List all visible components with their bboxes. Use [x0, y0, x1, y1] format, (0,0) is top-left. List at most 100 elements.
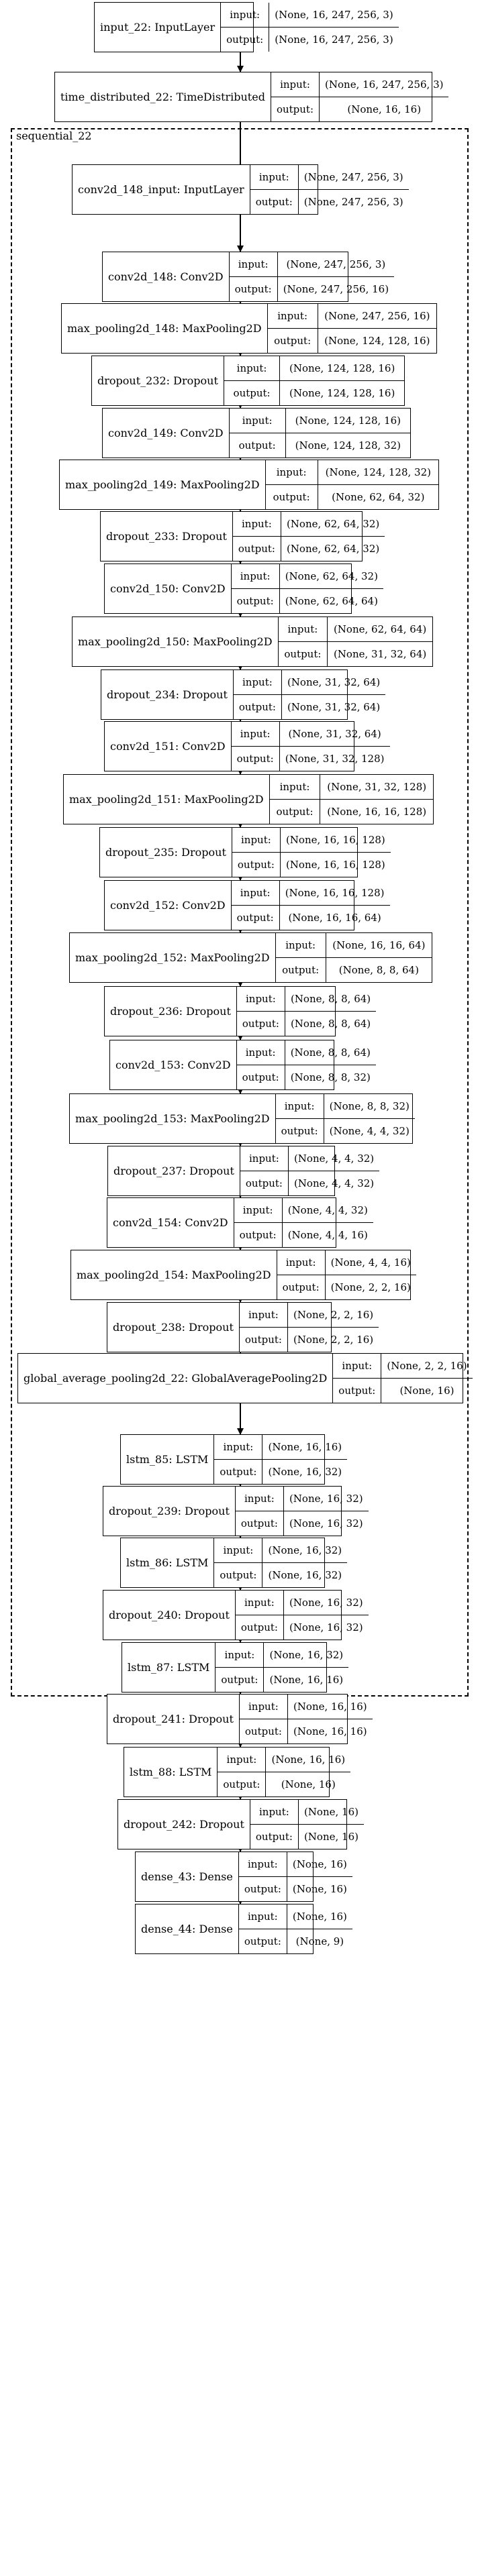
output-shape: (None, 4, 4, 32): [329, 1124, 410, 1137]
input-shape: (None, 124, 128, 16): [285, 409, 410, 433]
input-shape: (None, 124, 128, 16): [280, 356, 404, 381]
output-shape: (None, 8, 8, 64): [290, 1017, 371, 1030]
output-key: output:: [333, 1378, 382, 1403]
input-key: input:: [215, 1643, 265, 1668]
output-key: output:: [234, 694, 282, 719]
input-key: input:: [265, 460, 318, 485]
output-shape: (None, 124, 128, 16): [289, 386, 395, 399]
input-shape: (None, 2, 2, 16): [381, 1354, 473, 1379]
output-key: output:: [215, 1667, 265, 1692]
layer-name: max_pooling2d_151: MaxPooling2D: [64, 775, 270, 824]
layer-name: lstm_88: LSTM: [124, 1748, 218, 1796]
layer-name: dropout_236: Dropout: [105, 987, 237, 1036]
layer-name: max_pooling2d_154: MaxPooling2D: [71, 1250, 277, 1299]
output-key: output:: [250, 1824, 299, 1849]
input-key: input:: [269, 775, 321, 800]
output-key: output:: [271, 97, 320, 121]
output-shape: (None, 4, 4, 16): [287, 1228, 368, 1241]
output-shape: (None, 16): [281, 1778, 336, 1790]
output-shape: (None, 16, 16): [269, 1673, 344, 1686]
output-shape: (None, 16): [399, 1384, 454, 1397]
layer-name: conv2d_151: Conv2D: [105, 722, 232, 771]
input-shape: (None, 16, 32): [283, 1487, 369, 1511]
input-shape: (None, 247, 256, 3): [277, 252, 395, 277]
input-key: input:: [231, 881, 280, 906]
output-shape: (None, 62, 64, 32): [332, 490, 425, 503]
layer-name: dense_43: Dense: [136, 1852, 239, 1901]
input-key: input:: [275, 1094, 324, 1119]
input-key: input:: [239, 1695, 288, 1719]
output-shape: (None, 16, 32): [268, 1568, 342, 1581]
layer-name: max_pooling2d_152: MaxPooling2D: [70, 933, 276, 982]
input-key: input:: [250, 1800, 299, 1825]
layer-name: dropout_242: Dropout: [118, 1800, 250, 1849]
output-shape: (None, 16): [292, 1882, 347, 1895]
output-key: output:: [214, 1562, 263, 1587]
input-key: input:: [236, 987, 285, 1012]
input-key: input:: [240, 1146, 289, 1171]
layer-name: dropout_232: Dropout: [92, 356, 224, 405]
input-key: input:: [231, 722, 280, 747]
layer-name: conv2d_149: Conv2D: [103, 409, 230, 458]
input-shape: (None, 247, 256, 16): [318, 304, 436, 329]
input-shape: (None, 16, 32): [264, 1643, 349, 1668]
output-key: output:: [277, 1275, 326, 1299]
layer-name: conv2d_153: Conv2D: [110, 1040, 237, 1089]
input-key: input:: [221, 3, 270, 28]
input-key: input:: [238, 1904, 287, 1929]
output-key: output:: [266, 484, 318, 509]
input-shape: (None, 16, 16): [266, 1748, 351, 1772]
layer-name: max_pooling2d_148: MaxPooling2D: [62, 304, 268, 353]
input-shape: (None, 8, 8, 64): [285, 1040, 376, 1065]
input-shape: (None, 8, 8, 32): [324, 1094, 415, 1119]
input-key: input:: [275, 933, 326, 958]
input-key: input:: [232, 512, 281, 537]
output-key: output:: [232, 588, 280, 613]
layer-name: conv2d_154: Conv2D: [107, 1198, 234, 1247]
output-shape: (None, 31, 32, 64): [333, 647, 427, 660]
output-shape: (None, 16): [303, 1830, 358, 1843]
output-shape: (None, 4, 4, 32): [293, 1177, 375, 1189]
output-key: output:: [279, 641, 328, 666]
input-shape: (None, 16, 16): [262, 1435, 348, 1460]
output-shape: (None, 8, 8, 64): [338, 963, 419, 976]
input-shape: (None, 31, 32, 64): [279, 722, 390, 747]
layer-name: lstm_86: LSTM: [121, 1538, 215, 1587]
layer-name: input_22: InputLayer: [95, 3, 222, 52]
output-key: output:: [276, 1118, 324, 1143]
layer-name: dropout_237: Dropout: [108, 1146, 240, 1195]
input-key: input:: [277, 1250, 326, 1275]
layer-name: dropout_233: Dropout: [101, 512, 233, 561]
input-shape: (None, 247, 256, 3): [298, 165, 409, 190]
layer-node-global-average-pooling2d-22: global_average_pooling2d_22: GlobalAvera…: [17, 1353, 473, 1403]
input-key: input:: [234, 1198, 283, 1223]
output-shape: (None, 16, 16, 64): [288, 911, 381, 924]
output-shape: (None, 62, 64, 32): [286, 542, 380, 555]
input-shape: (None, 4, 4, 16): [325, 1250, 416, 1275]
output-key: output:: [236, 1615, 284, 1640]
input-key: input:: [239, 1303, 288, 1328]
layer-name: dropout_235: Dropout: [100, 828, 232, 877]
output-key: output:: [240, 1171, 289, 1195]
input-shape: (None, 16, 16, 128): [279, 881, 390, 906]
output-key: output:: [230, 433, 286, 458]
input-shape: (None, 16, 32): [262, 1538, 348, 1563]
